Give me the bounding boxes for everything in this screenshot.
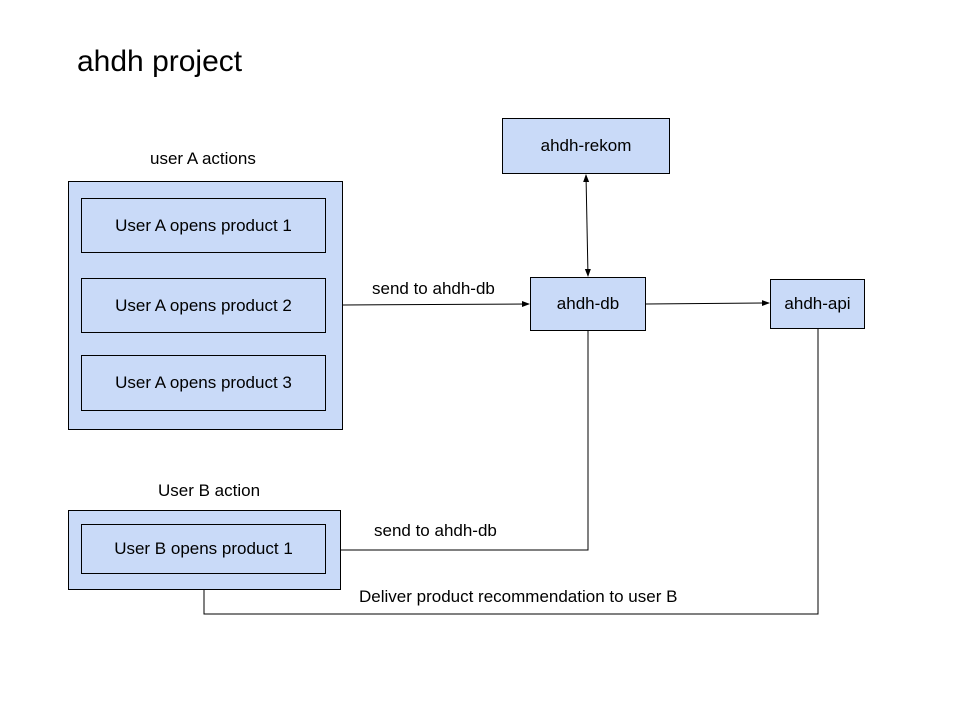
node-ahdh-db: ahdh-db [530, 277, 646, 331]
node-ahdh-rekom: ahdh-rekom [502, 118, 670, 174]
user-a-group-label: user A actions [150, 149, 256, 168]
edge-b-to-db [341, 331, 589, 551]
edge-a-to-db [342, 301, 530, 308]
edge-db-to-api [645, 300, 770, 307]
edge-label-a-to-db: send to ahdh-db [372, 279, 495, 298]
edge-db-rekom [583, 174, 591, 277]
user-a-action-3: User A opens product 3 [81, 355, 326, 411]
user-b-action-1: User B opens product 1 [81, 524, 326, 574]
edge-label-api-to-b: Deliver product recommendation to user B [359, 587, 678, 606]
user-b-group: User B opens product 1 [68, 510, 341, 590]
user-a-group: User A opens product 1 User A opens prod… [68, 181, 343, 430]
edge-label-b-to-db: send to ahdh-db [374, 521, 497, 540]
node-ahdh-api: ahdh-api [770, 279, 865, 329]
page-title: ahdh project [77, 45, 243, 78]
user-b-group-label: User B action [158, 481, 261, 500]
user-a-action-1: User A opens product 1 [81, 198, 326, 253]
user-a-action-2: User A opens product 2 [81, 278, 326, 333]
